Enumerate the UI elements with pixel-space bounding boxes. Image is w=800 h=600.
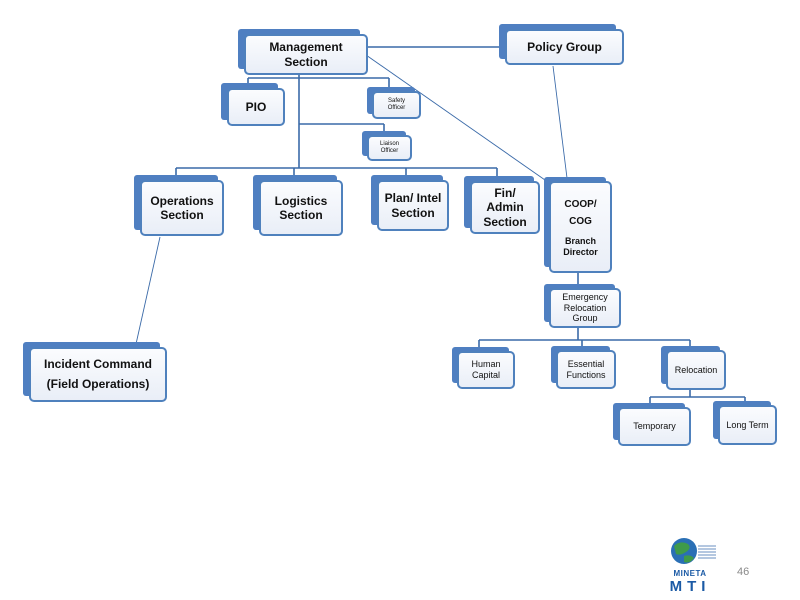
coop-cog-branch-director-box[interactable]: COOP/ COG Branch Director — [544, 177, 612, 273]
relocation-box[interactable]: Relocation — [661, 346, 726, 390]
liaison-officer-box[interactable]: Liaison Officer — [362, 131, 412, 161]
temporary-label: Temporary — [618, 407, 691, 446]
relocation-label: Relocation — [666, 350, 726, 390]
long-term-box[interactable]: Long Term — [713, 401, 777, 445]
coop-cog-label: COOP/ COG — [564, 199, 597, 228]
pio-box[interactable]: PIO — [221, 83, 285, 126]
operations-section-box[interactable]: Operations Section — [134, 175, 224, 236]
safety-officer-label: Safety Officer — [372, 91, 421, 119]
operations-section-label: Operations Section — [140, 180, 224, 236]
essential-functions-box[interactable]: Essential Functions — [551, 346, 616, 389]
logistics-section-box[interactable]: Logistics Section — [253, 175, 343, 236]
emergency-relocation-group-box[interactable]: Emergency Relocation Group — [544, 284, 621, 328]
fin-admin-section-label: Fin/ Admin Section — [470, 181, 540, 234]
logo-name-text: MINETA — [673, 569, 707, 578]
pio-label: PIO — [227, 88, 285, 126]
management-section-box[interactable]: Management Section — [238, 29, 368, 75]
long-term-label: Long Term — [718, 405, 777, 445]
policy-group-box[interactable]: Policy Group — [499, 24, 624, 65]
plan-intel-section-box[interactable]: Plan/ Intel Section — [371, 175, 449, 231]
human-capital-box[interactable]: Human Capital — [452, 347, 515, 389]
human-capital-label: Human Capital — [457, 351, 515, 389]
page-number: 46 — [737, 566, 750, 578]
safety-officer-box[interactable]: Safety Officer — [367, 87, 421, 119]
management-section-label: Management Section — [244, 34, 368, 75]
logo-acronym-text: MTI — [669, 578, 711, 595]
policy-group-label: Policy Group — [505, 29, 624, 65]
incident-command-box[interactable]: Incident Command (Field Operations) — [23, 342, 167, 402]
emergency-relocation-group-label: Emergency Relocation Group — [549, 288, 621, 328]
essential-functions-label: Essential Functions — [556, 350, 616, 389]
branch-director-label: Branch Director — [563, 236, 598, 257]
temporary-box[interactable]: Temporary — [613, 403, 691, 446]
logistics-section-label: Logistics Section — [259, 180, 343, 236]
liaison-officer-label: Liaison Officer — [367, 135, 412, 161]
incident-command-label: Incident Command (Field Operations) — [29, 347, 167, 402]
mineta-globe-logo-icon — [671, 538, 716, 564]
fin-admin-section-box[interactable]: Fin/ Admin Section — [464, 176, 540, 234]
plan-intel-section-label: Plan/ Intel Section — [377, 180, 449, 231]
